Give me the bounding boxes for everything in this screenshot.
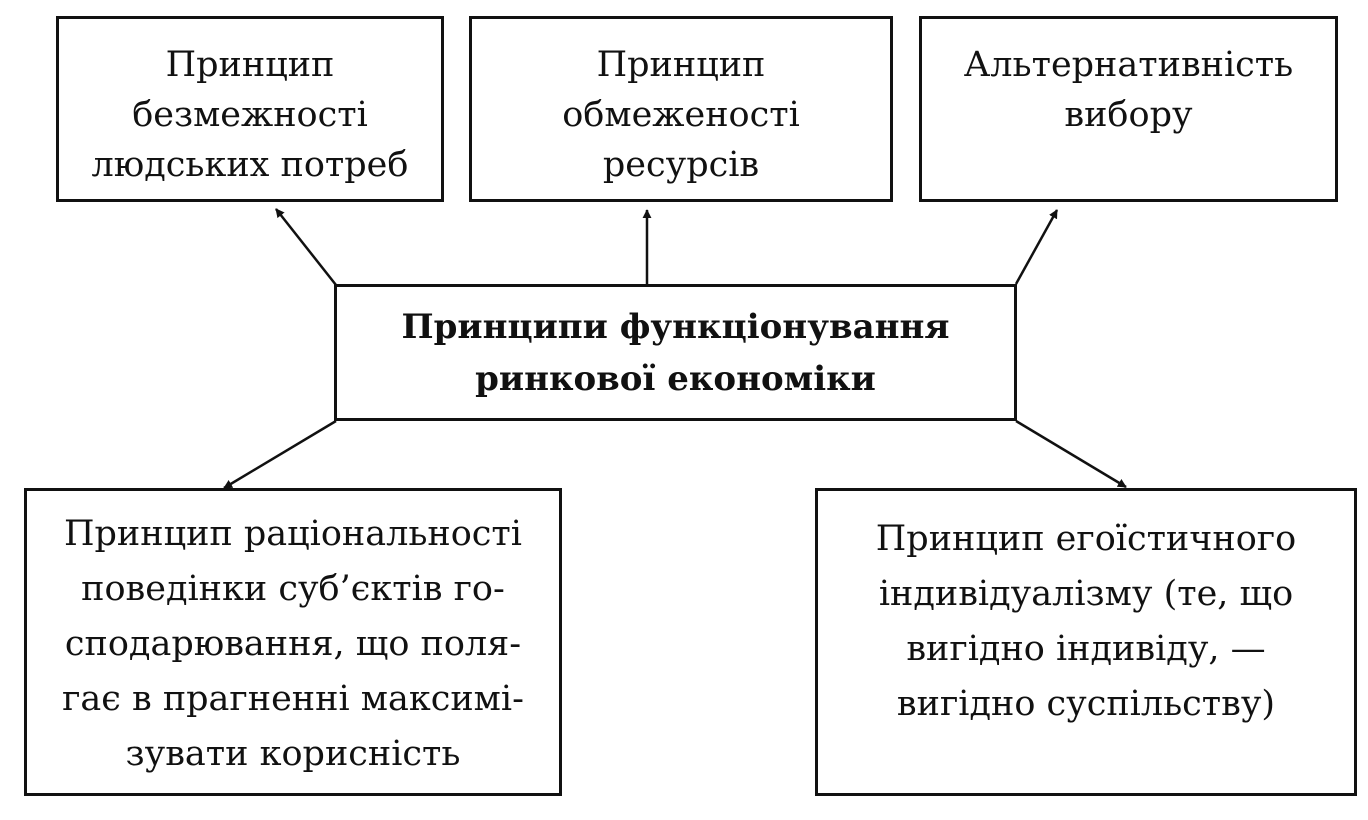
arrow-to-rationality <box>223 419 337 490</box>
box-line: ресурсів <box>602 145 760 185</box>
box-line: обмеженості <box>562 95 800 135</box>
box-line: індивідуалізму (те, що <box>878 574 1294 614</box>
box-limited-resources-text: Принцип обмеженості ресурсів <box>562 40 800 190</box>
box-line: безмежності <box>132 95 368 135</box>
box-line: вибору <box>1064 95 1193 135</box>
arrow-to-egoistic <box>1015 419 1127 489</box>
box-line: Принцип <box>165 45 335 85</box>
box-center-principles-text: Принципи функціонування ринкової економі… <box>401 301 949 405</box>
box-line: Принципи функціонування <box>401 306 950 347</box>
arrow-to-alternative-choice <box>1014 209 1059 285</box>
box-rationality-text: Принцип раціональності поведінки суб’єкт… <box>62 507 524 782</box>
box-line: вигідно індивіду, — <box>906 629 1266 669</box>
box-egoistic-individualism-text: Принцип егоїстичного індивідуалізму (те,… <box>876 512 1296 732</box>
box-line: Альтернативність <box>963 45 1294 85</box>
box-line: ринкової економіки <box>475 358 876 399</box>
box-alternative-choice-text: Альтернативність вибору <box>964 40 1293 140</box>
box-line: Принцип <box>596 45 766 85</box>
box-center-principles: Принципи функціонування ринкової економі… <box>334 284 1017 421</box>
box-unlimited-needs: Принцип безмежності людських потреб <box>56 16 444 202</box>
box-rationality: Принцип раціональності поведінки суб’єкт… <box>24 488 562 796</box>
box-line: людських потреб <box>91 145 409 185</box>
box-unlimited-needs-text: Принцип безмежності людських потреб <box>92 40 409 190</box>
box-egoistic-individualism: Принцип егоїстичного індивідуалізму (те,… <box>815 488 1357 796</box>
box-line: зувати корисність <box>125 734 461 774</box>
box-line: Принцип егоїстичного <box>875 519 1297 559</box>
box-alternative-choice: Альтернативність вибору <box>919 16 1338 202</box>
box-line: Принцип раціональності <box>64 514 522 554</box>
box-line: вигідно суспільству) <box>896 684 1276 724</box>
arrow-to-unlimited-needs <box>275 208 337 286</box>
box-line: поведінки суб’єктів го- <box>81 569 505 609</box>
box-limited-resources: Принцип обмеженості ресурсів <box>469 16 893 202</box>
box-line: сподарювання, що поля- <box>64 624 522 664</box>
box-line: гає в прагненні максимі- <box>62 679 524 719</box>
